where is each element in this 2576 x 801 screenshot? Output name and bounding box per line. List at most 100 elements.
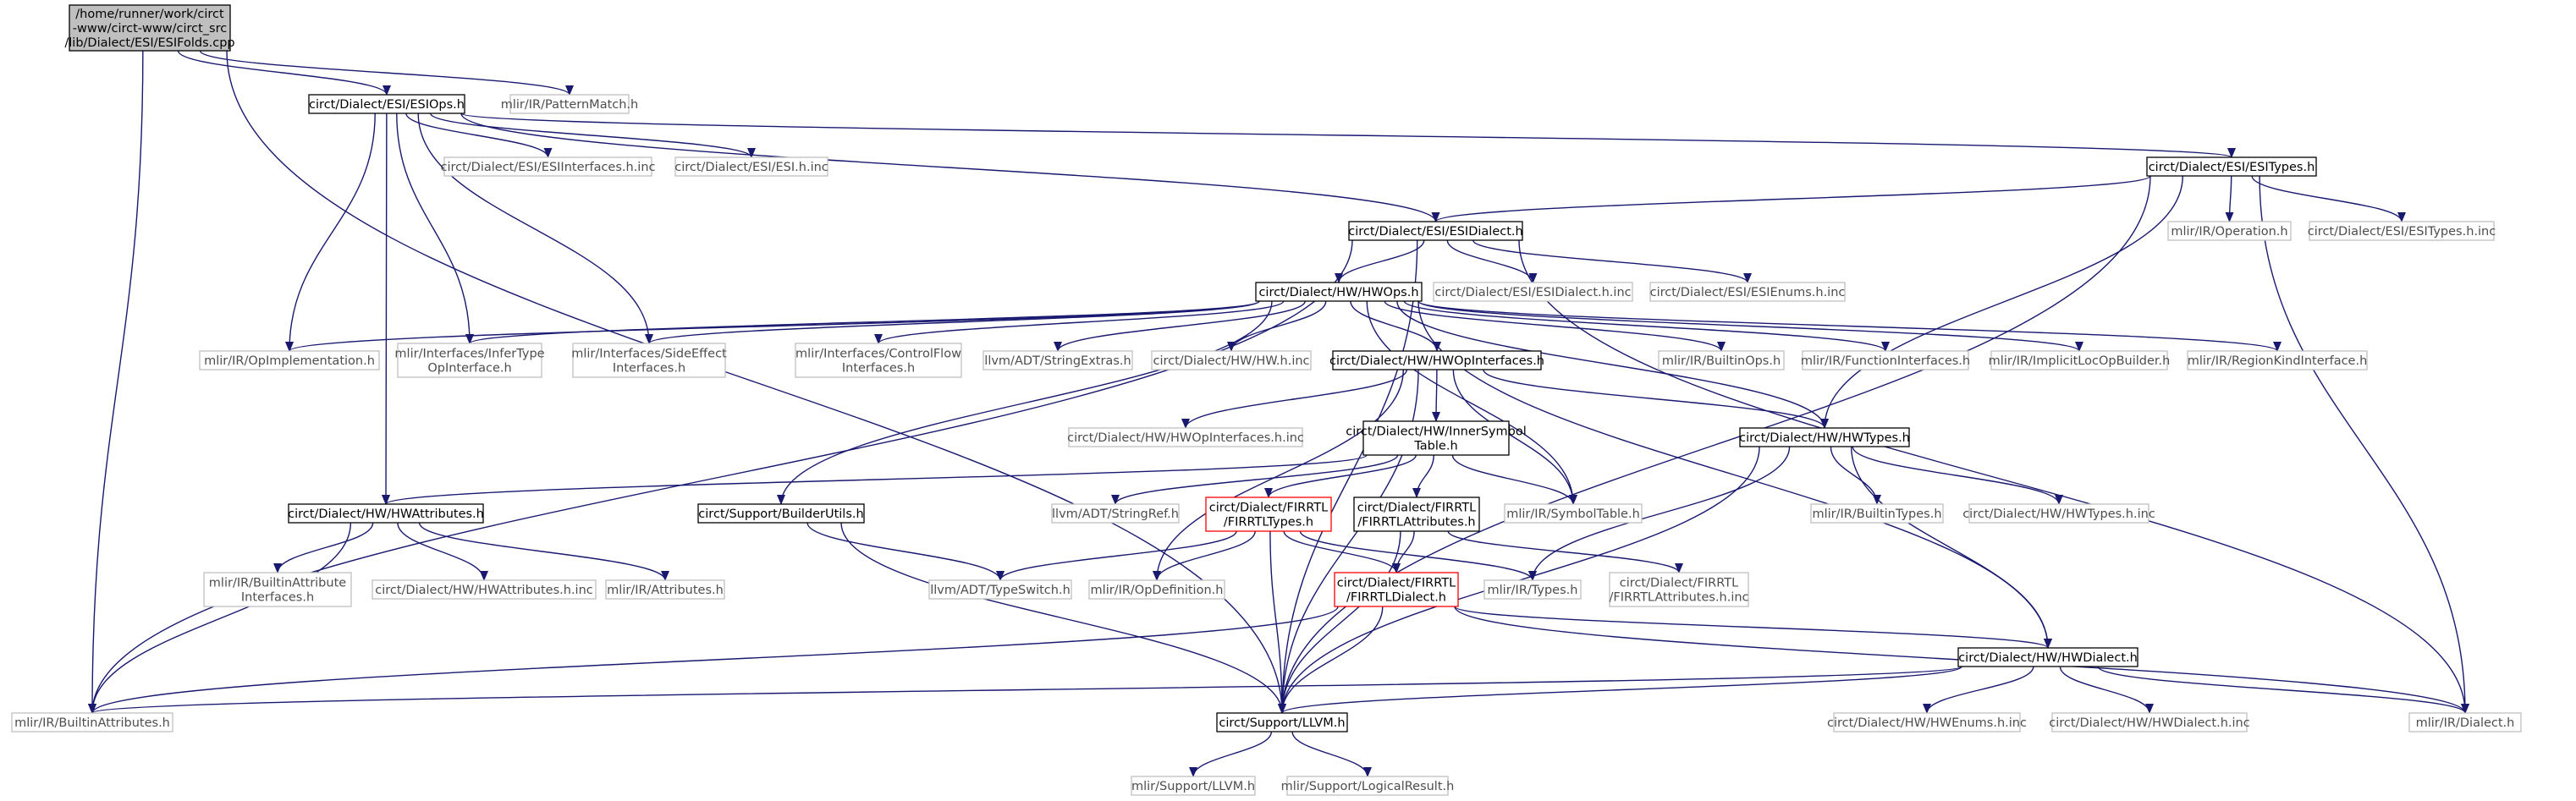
edge-hwops-to-sideeffect (645, 300, 1260, 344)
node-label: circt/Dialect/HW/HWDialect.h.inc (2049, 716, 2249, 730)
edge-firrtltypes-to-typeswitch (996, 530, 1237, 581)
include-edge (1153, 369, 1404, 581)
node-box (1649, 282, 1846, 302)
node-label: circt/Dialect/FIRRTL (1337, 577, 1456, 590)
node-box (372, 579, 597, 600)
edge-firrtlattributes-to-support-llvm (1278, 530, 1401, 714)
edge-hwops-to-funcinterfaces (1403, 300, 1890, 352)
node-label: circt/Dialect/HW/HW.h.inc (1153, 354, 1309, 368)
include-edge (88, 50, 144, 714)
node-label: circt/Dialect/FIRRTL (1357, 502, 1476, 515)
edge-hwopinterfaces-to-innersymbol (1432, 369, 1441, 422)
node-hw-h-inc: circt/Dialect/HW/HW.h.inc (1151, 350, 1312, 370)
include-edge (460, 112, 1440, 222)
node-builtinops: mlir/IR/BuiltinOps.h (1658, 350, 1785, 370)
edge-hwopinterfaces-to-hwopinterfaces-inc (1181, 369, 1408, 429)
include-edge (1446, 239, 1538, 283)
node-support-llvm[interactable]: circt/Support/LLVM.h (1216, 712, 1348, 732)
node-symboltable: mlir/IR/SymbolTable.h (1504, 503, 1643, 524)
include-edge (1431, 175, 2151, 222)
node-hwattributes[interactable]: circt/Dialect/HW/HWAttributes.h (288, 503, 484, 524)
include-edge (88, 522, 352, 714)
node-firrtldialect[interactable]: circt/Dialect/FIRRTL/FIRRTLDialect.h (1334, 572, 1459, 607)
node-box (983, 350, 1133, 370)
node-label: llvm/ADT/StringExtras.h (984, 354, 1131, 368)
edge-firrtldialect-to-support-llvm (1278, 606, 1384, 714)
edge-firrtltypes-to-opdefinition (1153, 530, 1256, 581)
edge-builderutils-to-typeswitch (806, 522, 1005, 581)
node-typeswitch: llvm/ADT/TypeSwitch.h (928, 579, 1072, 600)
node-box (2146, 156, 2317, 177)
node-label: mlir/IR/BuiltinAttribute (209, 577, 346, 590)
node-label: circt/Dialect/ESI/ESIDialect.h.inc (1434, 286, 1631, 299)
node-box (1255, 282, 1423, 302)
include-edge (465, 300, 1260, 344)
node-hwdialect[interactable]: circt/Dialect/HW/HWDialect.h (1957, 647, 2138, 667)
include-edge (1278, 239, 1418, 714)
node-label: mlir/Interfaces/SideEffect (571, 348, 727, 361)
include-edge (777, 300, 1273, 505)
node-box (674, 156, 828, 177)
edge-hwtypes-to-hwtypes-inc (1852, 446, 2063, 505)
include-edge (2097, 666, 2469, 714)
node-hwops[interactable]: circt/Dialect/HW/HWOps.h (1255, 282, 1423, 302)
node-label: mlir/IR/Operation.h (2171, 225, 2287, 239)
edge-esiops-to-esidialect (460, 112, 1440, 222)
edge-esitypes-to-esidialect (1431, 175, 2151, 222)
edge-esitypes-to-hwtypes (1820, 175, 2183, 429)
include-edge (430, 112, 756, 158)
node-box (697, 503, 865, 524)
node-label: Interfaces.h (842, 362, 915, 376)
include-edge (1923, 666, 2034, 714)
edge-esifolds-to-builtinattributes (88, 50, 144, 714)
node-mlir-attributes: mlir/IR/Attributes.h (605, 579, 725, 600)
node-regionkind: mlir/IR/RegionKindInterface.h (2187, 350, 2368, 370)
node-box (509, 94, 630, 114)
edge-esifolds-to-esiops (177, 50, 391, 96)
node-box (1362, 420, 1510, 456)
node-label: mlir/IR/PatternMatch.h (501, 98, 638, 112)
edge-esiops-to-opimpl (285, 112, 376, 352)
edge-support-llvm-to-logicalresult (1291, 731, 1372, 777)
node-box (397, 343, 542, 378)
node-mlir-dialect: mlir/IR/Dialect.h (2408, 712, 2522, 732)
include-edge (285, 112, 376, 352)
include-edge (1820, 175, 2183, 429)
node-label: mlir/IR/OpDefinition.h (1091, 584, 1224, 597)
node-label: llvm/ADT/StringRef.h (1052, 507, 1179, 521)
node-box (308, 94, 465, 114)
node-esitypes[interactable]: circt/Dialect/ESI/ESITypes.h (2146, 156, 2317, 177)
node-hwtypes[interactable]: circt/Dialect/HW/HWTypes.h (1739, 427, 1910, 447)
node-esidialect-inc: circt/Dialect/ESI/ESIDialect.h.inc (1433, 282, 1633, 302)
node-builderutils[interactable]: circt/Support/BuilderUtils.h (697, 503, 865, 524)
node-esifolds[interactable]: /home/runner/work/circt-www/circt-www/ci… (64, 4, 235, 52)
node-box (1483, 579, 1582, 600)
node-label: circt/Dialect/HW/HWTypes.h.inc (1962, 507, 2155, 521)
node-esiops[interactable]: circt/Dialect/ESI/ESIOps.h (308, 94, 465, 114)
node-esienums-inc: circt/Dialect/ESI/ESIEnums.h.inc (1649, 282, 1846, 302)
node-esidialect[interactable]: circt/Dialect/ESI/ESIDialect.h (1348, 221, 1523, 241)
node-label: mlir/IR/RegionKindInterface.h (2188, 354, 2368, 368)
include-edge (226, 50, 1286, 714)
node-box (203, 572, 352, 607)
include-edge (874, 300, 1285, 344)
edge-firrtldialect-to-hwdialect (1454, 606, 2052, 649)
node-firrtlattributes[interactable]: circt/Dialect/FIRRTL/FIRRTLAttributes.h (1353, 497, 1480, 532)
node-hwopinterfaces[interactable]: circt/Dialect/HW/HWOpInterfaces.h (1329, 350, 1544, 370)
node-box (1810, 503, 1944, 524)
include-edge (1850, 446, 2052, 649)
node-esitypes-inc: circt/Dialect/ESI/ESITypes.h.inc (2308, 221, 2496, 241)
node-box (1286, 776, 1449, 796)
node-label: /home/runner/work/circt (75, 8, 224, 21)
edge-esidialect-to-mlir-dialect (1518, 239, 2469, 714)
node-label: circt/Dialect/HW/HWDialect.h (1958, 651, 2138, 665)
node-box (1658, 350, 1785, 370)
node-label: /FIRRTLAttributes.h.inc (1609, 591, 1748, 605)
node-box (1068, 427, 1303, 447)
node-box (2408, 712, 2522, 732)
node-firrtltypes[interactable]: circt/Dialect/FIRRTL/FIRRTLTypes.h (1205, 497, 1332, 532)
node-label: Table.h (1413, 440, 1457, 453)
edge-esidialect-to-support-llvm (1278, 239, 1418, 714)
